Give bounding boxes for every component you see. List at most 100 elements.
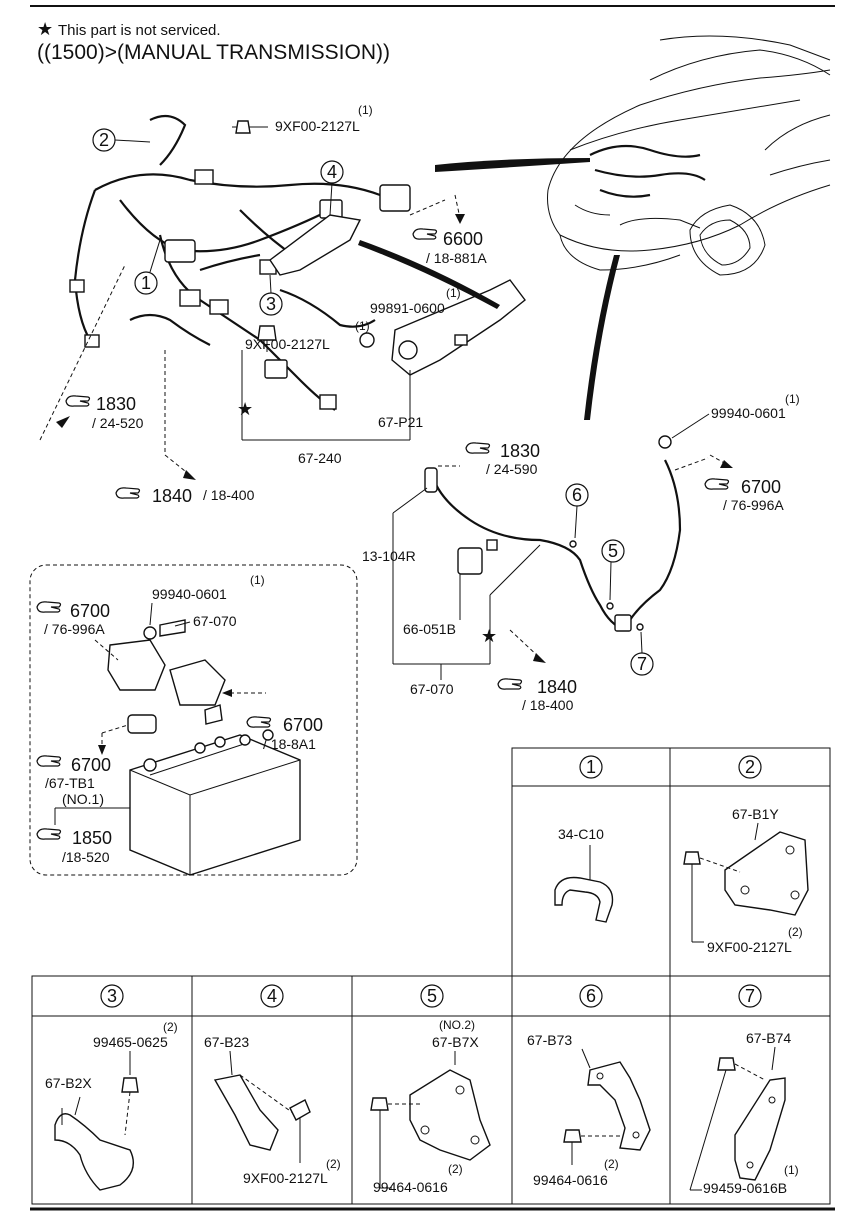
ref-6600: 6600 / 18-881A: [409, 194, 487, 266]
page-title: ((1500)>(MANUAL TRANSMISSION)): [37, 41, 390, 64]
part-67-070-l: 67-070: [193, 613, 237, 629]
svg-text:2: 2: [745, 757, 755, 777]
svg-text:/67-TB1: /67-TB1: [45, 775, 95, 791]
svg-text:6600: 6600: [443, 229, 483, 249]
detail-6: 6 67-B73 (2) 99464-0616: [527, 984, 651, 1188]
svg-text:1850: 1850: [72, 828, 112, 848]
ref-6700-l2: 6700 / 18-8A1: [222, 689, 323, 752]
part-99940-l: 99940-0601: [152, 586, 227, 602]
qty-99459: (1): [784, 1163, 799, 1177]
part-99464-b5: 99464-0616: [373, 1179, 448, 1195]
ref-6700-l1: 6700 / 76-996A: [36, 601, 119, 661]
battery-inset-frame: [29, 564, 358, 876]
ref-1830-a: 1830 / 24-520: [39, 264, 144, 441]
part-67-b1y: 67-B1Y: [732, 806, 779, 822]
svg-text:6700: 6700: [71, 755, 111, 775]
svg-text:1: 1: [141, 273, 151, 293]
qty-99465: (2): [163, 1020, 178, 1034]
svg-text:5: 5: [427, 986, 437, 1006]
svg-text:/18-520: /18-520: [62, 849, 110, 865]
qty-99940-l: (1): [250, 573, 265, 587]
part-67-b73: 67-B73: [527, 1032, 572, 1048]
detail-3: 3 (2) 99465-0625 67-B2X: [45, 984, 178, 1191]
part-34-c10: 34-C10: [558, 826, 604, 842]
leader-67-070-l: [174, 621, 191, 627]
leader-99940-r: [671, 413, 710, 439]
leader-13-104r: [392, 487, 428, 514]
part-99465-0625: 99465-0625: [93, 1034, 168, 1050]
callout-5: 5: [601, 539, 625, 601]
part-99459-0616b: 99459-0616B: [703, 1180, 787, 1196]
star-icon: ★: [37, 19, 53, 39]
part-67-b7x: 67-B7X: [432, 1034, 479, 1050]
qty-99940-r: (1): [785, 392, 800, 406]
part-9xf00-b2: 9XF00-2127L: [707, 939, 792, 955]
svg-text:(NO.1): (NO.1): [62, 791, 104, 807]
callout-2: 2: [92, 128, 151, 152]
svg-text:/ 24-590: / 24-590: [486, 461, 538, 477]
svg-text:/ 76-996A: / 76-996A: [44, 621, 105, 637]
pointer-to-vehicle-top: [435, 158, 590, 172]
qty-9xf00-top: (1): [358, 103, 373, 117]
svg-text:/ 18-881A: / 18-881A: [426, 250, 487, 266]
svg-text:6700: 6700: [283, 715, 323, 735]
part-9xf00-b4: 9XF00-2127L: [243, 1170, 328, 1186]
svg-text:1830: 1830: [500, 441, 540, 461]
part-9xf00-mid: 9XF00-2127L: [245, 336, 330, 352]
battery: [129, 729, 301, 876]
part-99940-r: 99940-0601: [711, 405, 786, 421]
nut-99891: [359, 332, 375, 348]
qty-9xf00-b2: (2): [788, 925, 803, 939]
svg-text:3: 3: [107, 986, 117, 1006]
pointer-to-battery-cable: [584, 255, 620, 420]
part-67-b23: 67-B23: [204, 1034, 249, 1050]
svg-text:/ 18-400: / 18-400: [203, 487, 255, 503]
part-67-070-r: 67-070: [410, 681, 454, 697]
callout-1: 1: [134, 239, 161, 295]
pointer-to-bracket: [358, 240, 500, 309]
part-99891: 99891-0600: [370, 300, 445, 316]
star-icon: ★: [481, 626, 497, 646]
callout-4: 4: [320, 160, 344, 216]
ref-1830-b: 1830 / 24-590: [438, 441, 540, 477]
qty-99464-b6: (2): [604, 1157, 619, 1171]
qty-99891: (1): [446, 286, 461, 300]
qty-99464-b5: (2): [448, 1162, 463, 1176]
svg-text:6700: 6700: [70, 601, 110, 621]
detail-2: 2 67-B1Y (2) 9XF00-2127L: [683, 755, 809, 955]
svg-text:3: 3: [266, 294, 276, 314]
callout-6: 6: [565, 483, 589, 539]
detail-7: 7 67-B74 (1) 99459-0616B: [689, 984, 799, 1196]
detail-1: 1 34-C10: [554, 755, 614, 923]
ref-6700-r: 6700 / 76-996A: [674, 454, 784, 513]
svg-text:1840: 1840: [537, 677, 577, 697]
detail-grid-row2: [31, 975, 831, 1205]
note-no2: (NO.2): [439, 1018, 475, 1032]
svg-text:/ 18-400: / 18-400: [522, 697, 574, 713]
qty-9xf00-mid: (1): [355, 319, 370, 333]
svg-text:5: 5: [608, 541, 618, 561]
svg-text:4: 4: [327, 162, 337, 182]
part-13-104r: 13-104R: [362, 548, 416, 564]
star-icon: ★: [237, 399, 253, 419]
svg-text:1830: 1830: [96, 394, 136, 414]
callout-7: 7: [630, 631, 654, 676]
svg-text:6: 6: [586, 986, 596, 1006]
svg-text:6: 6: [572, 485, 582, 505]
qty-9xf00-b4: (2): [326, 1157, 341, 1171]
bolt-upper: [232, 120, 268, 134]
part-67-p21: 67-P21: [378, 414, 423, 430]
leader-67-070-r-diag: [489, 544, 541, 596]
svg-text:7: 7: [637, 654, 647, 674]
part-67-240: 67-240: [298, 450, 342, 466]
detail-4: 4 67-B23 (2) 9XF00-2127L: [204, 984, 341, 1186]
vehicle-illustration: [547, 35, 831, 276]
svg-text:4: 4: [267, 986, 277, 1006]
svg-text:/ 18-8A1: / 18-8A1: [263, 736, 316, 752]
ref-1840-b: 1840 / 18-400: [497, 629, 577, 713]
part-9xf00-top: 9XF00-2127L: [275, 118, 360, 134]
callout-3: 3: [259, 274, 283, 316]
svg-text:/ 76-996A: / 76-996A: [723, 497, 784, 513]
svg-text:2: 2: [99, 130, 109, 150]
